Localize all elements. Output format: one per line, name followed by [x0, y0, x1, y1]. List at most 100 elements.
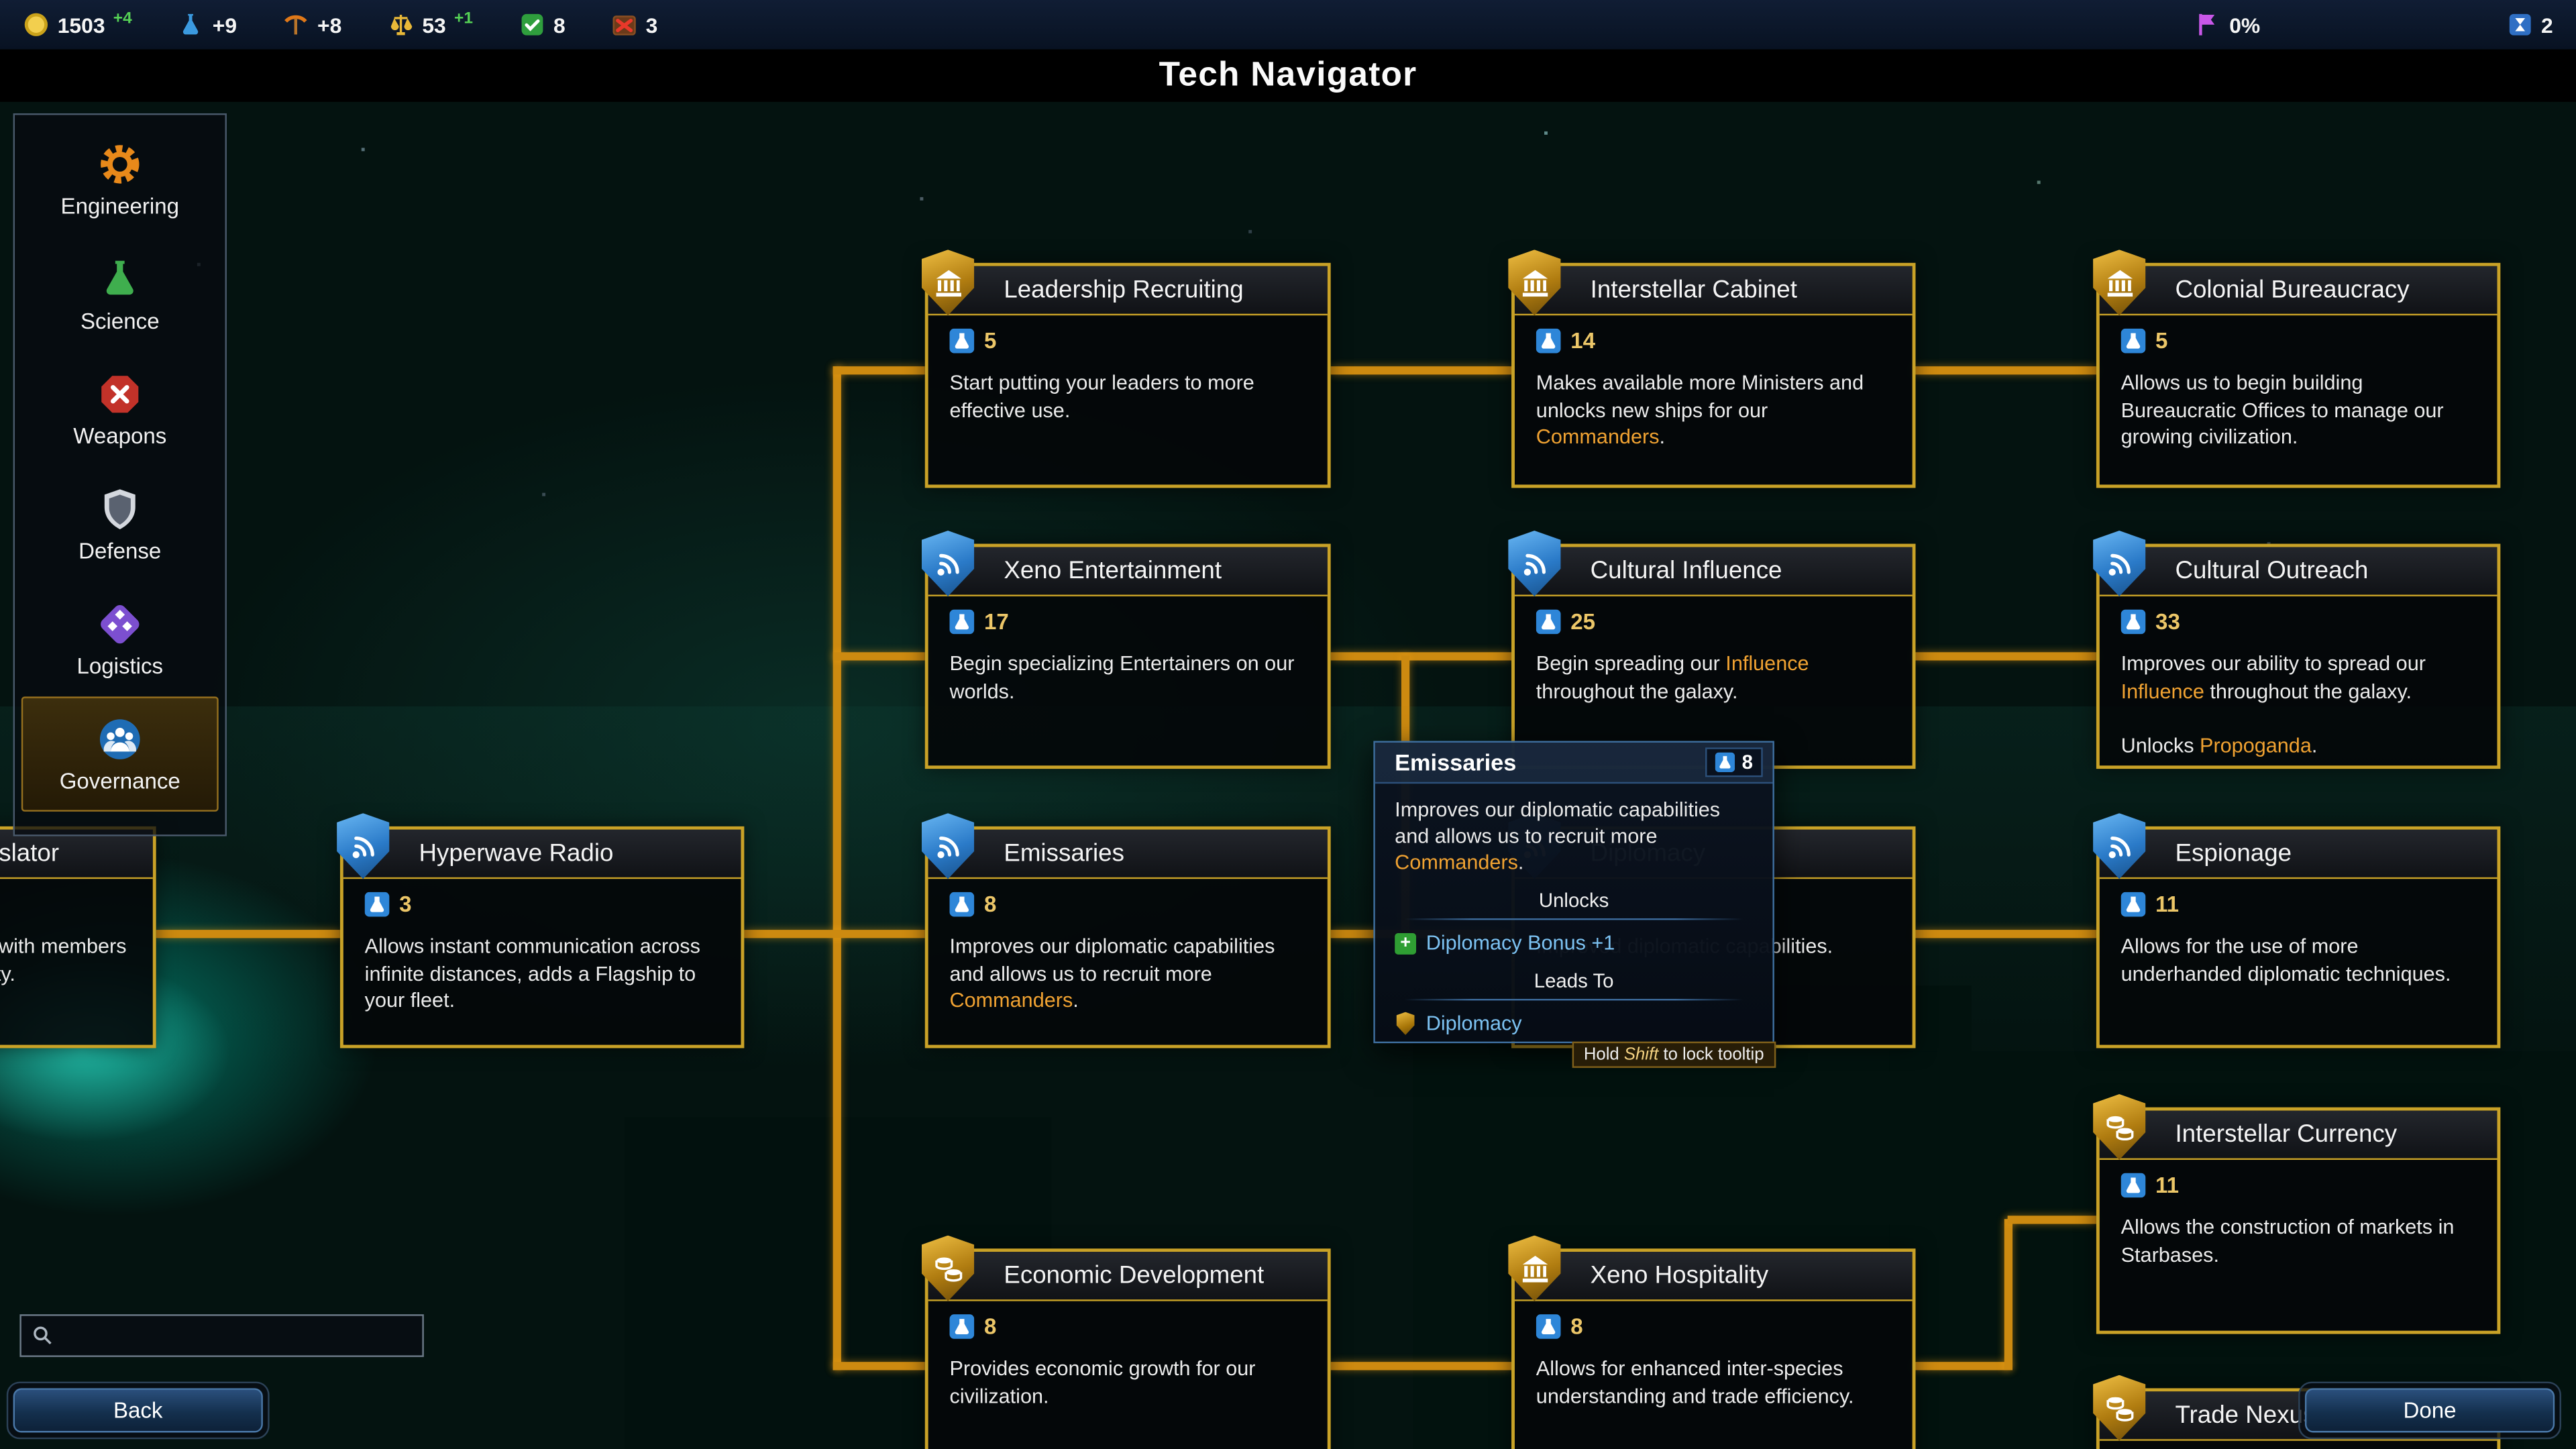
research-cost-value: 17 [983, 609, 1009, 635]
logistics-icon [101, 604, 140, 644]
credits-resource[interactable]: 1503 +4 [23, 9, 132, 38]
tech-card-emissaries[interactable]: Emissaries 8 Improves our diplomatic cap… [921, 813, 1331, 1049]
turn-counter[interactable]: 2 [2507, 11, 2553, 38]
tech-title: Hyperwave Radio [419, 839, 614, 868]
sidebar-item-logistics[interactable]: Logistics [21, 582, 219, 696]
tooltip-cost: 8 [1705, 747, 1763, 777]
tooltip-header: Emissaries 8 [1375, 742, 1773, 784]
connector-line [156, 930, 340, 938]
resource-group-left: 1503 +4 +9 +8 53 +1 8 3 [23, 9, 657, 38]
search-input[interactable] [62, 1323, 413, 1348]
research-cost-row: 33 [2100, 596, 2498, 635]
tech-card-espionage[interactable]: Espionage 11 Allows for the use of more … [2093, 813, 2501, 1049]
tech-card-translator[interactable]: Translator Enables communicating with me… [0, 826, 156, 1049]
connector-line [833, 652, 925, 661]
tech-card-xeno-entertainment[interactable]: Xeno Entertainment 17 Begin specializing… [921, 531, 1331, 769]
defense-shield-icon [104, 489, 136, 530]
influence-scales-icon [390, 15, 413, 36]
research-cost-row: 8 [928, 879, 1328, 917]
credits-value: 1503 [57, 12, 105, 38]
research-cost-value: 11 [2155, 892, 2180, 917]
research-cost-value: 33 [2155, 609, 2180, 635]
lock-tooltip-hint: Hold Shift to lock tooltip [1572, 1041, 1776, 1068]
tech-card-economic-development[interactable]: Economic Development 8 Provides economic… [921, 1235, 1331, 1449]
sidebar-item-weapons[interactable]: Weapons [21, 352, 219, 466]
resource-group-right: 0% 2 [2195, 11, 2553, 38]
tech-title: Espionage [2175, 839, 2292, 868]
tech-card-xeno-hospitality[interactable]: Xeno Hospitality 8 Allows for enhanced i… [1508, 1235, 1916, 1449]
tech-search-box[interactable] [19, 1314, 424, 1357]
sidebar-item-governance[interactable]: Governance [21, 696, 219, 812]
tech-card-cultural-influence[interactable]: Cultural Influence 25 Begin spreading ou… [1508, 531, 1916, 769]
research-cost-flask-icon [949, 892, 975, 917]
research-cost-value: 8 [983, 892, 997, 917]
research-cost-flask-icon [1536, 328, 1561, 354]
tech-title: Interstellar Cabinet [1590, 276, 1797, 305]
sidebar-item-label: Logistics [76, 653, 164, 679]
engineering-gear-icon [101, 145, 140, 184]
victory-progress[interactable]: 0% [2195, 11, 2260, 38]
sidebar-item-science[interactable]: Science [21, 237, 219, 352]
connector-line [1330, 1362, 1512, 1371]
leads-item-label: Diplomacy [1426, 1012, 1522, 1035]
approval-resource[interactable]: 8 [519, 11, 566, 38]
research-resource[interactable]: +9 [178, 11, 237, 38]
page-title: Tech Navigator [1159, 56, 1417, 94]
tech-description: Improves our ability to spread our Influ… [2121, 652, 2426, 757]
tooltip-cost-value: 8 [1741, 751, 1754, 774]
top-resource-bar: 1503 +4 +9 +8 53 +1 8 3 [0, 0, 2576, 50]
tooltip-title: Emissaries [1395, 749, 1517, 775]
tech-tooltip: Emissaries 8 Improves our diplomatic cap… [1373, 741, 1774, 1044]
tech-description: Allows for the use of more underhanded d… [2121, 934, 2451, 985]
done-button-slot: Done [2298, 1381, 2561, 1440]
tech-card-colonial-bureaucracy[interactable]: Colonial Bureaucracy 5 Allows us to begi… [2093, 250, 2501, 488]
research-cost-value: 11 [2155, 1173, 2180, 1198]
sidebar-item-defense[interactable]: Defense [21, 467, 219, 582]
tech-card-hyperwave-radio[interactable]: Hyperwave Radio 3 Allows instant communi… [337, 813, 745, 1049]
research-cost-flask-icon [1536, 1314, 1561, 1339]
connector-line [2004, 1219, 2013, 1371]
tech-card-leadership-recruiting[interactable]: Leadership Recruiting 5 Start putting yo… [921, 250, 1331, 488]
turn-hourglass-icon [2509, 13, 2531, 36]
sidebar-item-engineering[interactable]: Engineering [21, 121, 219, 236]
research-cost-value: 14 [1570, 328, 1596, 354]
tech-card-interstellar-cabinet[interactable]: Interstellar Cabinet 14 Makes available … [1508, 250, 1916, 488]
tech-card-interstellar-currency[interactable]: Interstellar Currency 11 Allows the cons… [2093, 1094, 2501, 1334]
tooltip-flask-icon [1715, 752, 1735, 773]
production-resource[interactable]: +8 [283, 11, 341, 38]
credits-delta: +4 [113, 9, 132, 28]
tech-card-cultural-outreach[interactable]: Cultural Outreach 33 Improves our abilit… [2093, 531, 2501, 769]
back-button[interactable]: Back [13, 1388, 263, 1433]
title-band: Tech Navigator [0, 49, 2576, 102]
done-button[interactable]: Done [2304, 1388, 2555, 1433]
influence-resource[interactable]: 53 +1 [388, 9, 473, 38]
tech-title: Cultural Outreach [2175, 557, 2369, 585]
shortages-resource[interactable]: 3 [611, 11, 657, 38]
production-pickaxe-icon [284, 15, 307, 35]
research-cost-value: 8 [983, 1314, 997, 1339]
research-cost-row: 5 [2100, 315, 2498, 354]
tech-description: Start putting your leaders to more effec… [949, 371, 1254, 422]
tech-description: Makes available more Ministers and unloc… [1536, 371, 1864, 449]
tech-card-header: Cultural Influence [1514, 547, 1913, 596]
research-value: +9 [212, 12, 237, 38]
connector-line [2007, 1216, 2096, 1224]
shift-key-label: Shift [1623, 1044, 1659, 1065]
connector-line [833, 1362, 925, 1371]
approval-icon [521, 13, 543, 36]
tooltip-leads-row: Diplomacy [1395, 1010, 1753, 1036]
influence-value: 53 [422, 12, 446, 38]
research-cost-row: 11 [2100, 1160, 2498, 1198]
research-cost-flask-icon [2121, 328, 2146, 354]
research-cost-row: 17 [928, 596, 1328, 635]
tech-card-header: Interstellar Currency [2099, 1110, 2498, 1160]
research-cost-flask-icon [949, 1314, 975, 1339]
tech-description: Allows the construction of markets in St… [2121, 1216, 2455, 1266]
tech-description: Allows instant communication across infi… [364, 934, 700, 1012]
tech-title: Trade Nexus [2175, 1401, 2316, 1430]
victory-flag-icon [2199, 13, 2215, 36]
connector-line [833, 366, 841, 1371]
influence-delta: +1 [454, 9, 473, 28]
weapons-octagon-icon [101, 376, 139, 413]
tech-title: Colonial Bureaucracy [2175, 276, 2410, 305]
